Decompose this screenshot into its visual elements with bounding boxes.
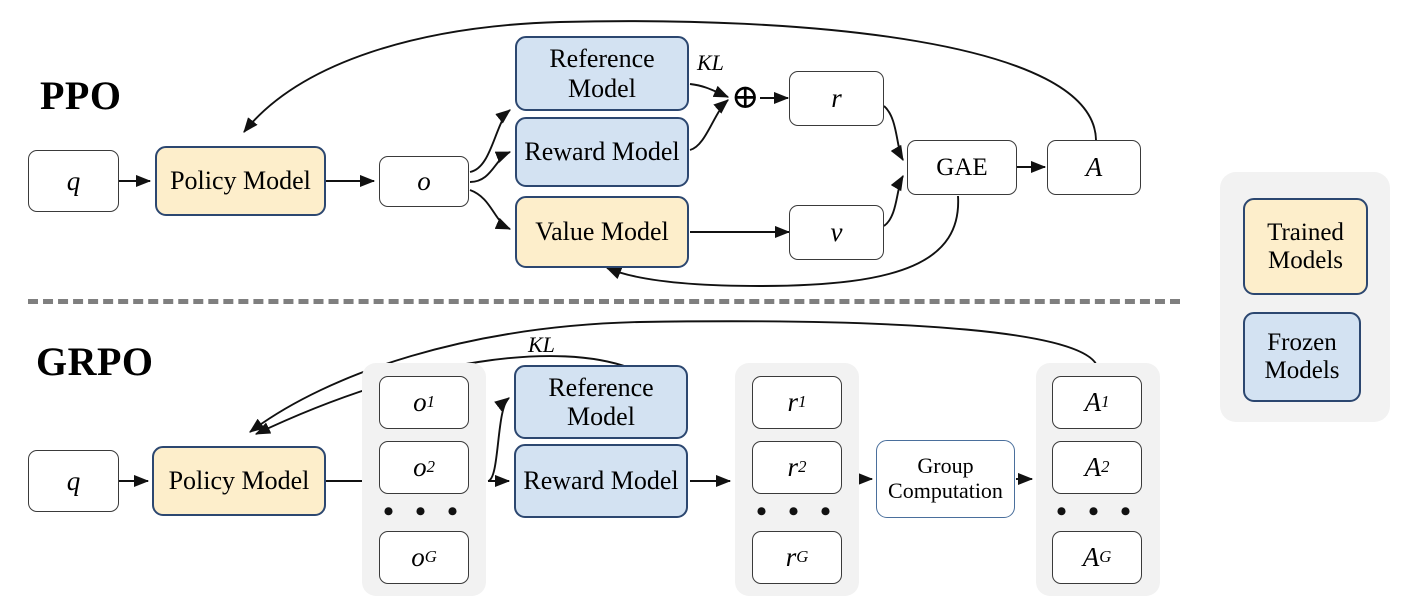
ppo-oplus-icon: ⊕ — [731, 79, 760, 116]
edge-ppo-o-reward — [469, 151, 512, 183]
grpo-reward-2-base: r — [787, 452, 799, 483]
grpo-output-g-base: o — [411, 542, 425, 573]
grpo-advantage-2-sub: 2 — [1101, 457, 1110, 477]
grpo-reward-1-sub: 1 — [798, 392, 807, 412]
edge-grpo-outputs-reference — [487, 397, 510, 482]
ppo-value-node: v — [789, 205, 884, 260]
ppo-policy-model-node: Policy Model — [155, 146, 326, 216]
grpo-advantage-1-base: A — [1084, 387, 1102, 418]
grpo-group-computation-node: Group Computation — [876, 440, 1015, 518]
ppo-reference-model-node: Reference Model — [515, 36, 689, 111]
grpo-output-1-base: o — [413, 387, 427, 418]
grpo-output-g-sub: G — [424, 547, 437, 567]
grpo-output-2-base: o — [413, 452, 427, 483]
section-divider — [28, 299, 1180, 304]
ppo-output-node: o — [379, 156, 469, 207]
grpo-query-node: q — [28, 450, 119, 512]
ppo-query-node: q — [28, 150, 119, 212]
grpo-output-2-sub: 2 — [426, 457, 435, 477]
ppo-gae-node: GAE — [907, 140, 1017, 195]
grpo-reward-g-base: r — [785, 542, 797, 573]
grpo-reward-2-sub: 2 — [798, 457, 807, 477]
grpo-reference-model-node: Reference Model — [514, 365, 688, 439]
ppo-advantage-node: A — [1047, 140, 1141, 195]
edge-ppo-reward-oplus — [689, 99, 729, 151]
grpo-section-title: GRPO — [36, 339, 154, 384]
edge-ppo-reference-oplus — [689, 83, 730, 98]
grpo-outputs-ellipsis: • • • — [383, 495, 465, 528]
edge-ppo-o-reference — [469, 109, 511, 173]
grpo-policy-model-node: Policy Model — [152, 446, 326, 516]
ppo-kl-label: KL — [697, 50, 724, 75]
grpo-rewards-ellipsis: • • • — [756, 495, 838, 528]
grpo-advantage-g-sub: G — [1099, 547, 1112, 567]
legend-item-frozen-models: Frozen Models — [1243, 312, 1361, 402]
grpo-output-1-sub: 1 — [426, 392, 435, 412]
legend-item-trained-models: Trained Models — [1243, 198, 1368, 295]
grpo-kl-label: KL — [528, 332, 555, 357]
ppo-reward-model-node: Reward Model — [515, 117, 689, 187]
grpo-reward-1-base: r — [787, 387, 799, 418]
ppo-reward-node: r — [789, 71, 884, 126]
grpo-advantage-1-sub: 1 — [1101, 392, 1110, 412]
ppo-value-model-node: Value Model — [515, 196, 689, 268]
edge-ppo-r-gae — [883, 105, 904, 161]
grpo-reward-g-sub: G — [796, 547, 809, 567]
grpo-advantage-g-base: A — [1082, 542, 1100, 573]
grpo-reward-model-node: Reward Model — [514, 444, 688, 518]
grpo-advantage-2-base: A — [1084, 452, 1102, 483]
grpo-advantages-ellipsis: • • • — [1056, 495, 1138, 528]
edge-ppo-v-gae — [883, 175, 904, 227]
edge-ppo-o-value — [469, 189, 512, 230]
ppo-section-title: PPO — [40, 73, 122, 118]
